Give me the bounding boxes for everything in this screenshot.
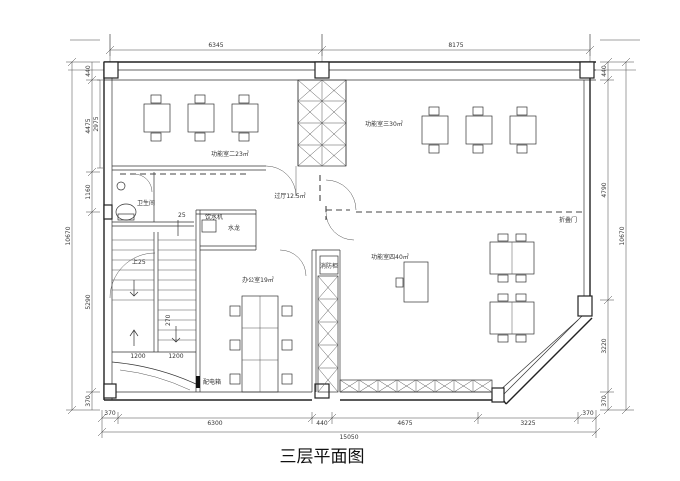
stair-up-label: 上25 [132,258,146,266]
shelving-side [317,275,339,393]
dim-bottom-5: 3225 [520,420,535,427]
dim-left-bottom: 370 [85,395,92,407]
desk-set-room2 [143,94,259,142]
column-w-mid [103,204,113,220]
dim-left-total: 10670 [65,226,72,245]
interior-walls [112,80,347,392]
stair-down-label: 25 [178,212,186,219]
office-table [229,295,293,393]
label-faucet: 水龙 [228,224,240,232]
dim-right-upper: 4790 [601,182,608,197]
dim-left-lower: 5290 [85,294,92,309]
shelving-bottom [339,379,493,393]
shelving-top [297,79,347,167]
column-se [491,387,505,403]
label-func-room-4: 功能室四40㎡ [371,253,409,261]
drawing-title: 三层平面图 [280,447,365,467]
stair-width-left: 1200 [130,353,145,360]
stair-mid-label: 270 [165,314,172,326]
dim-top-right: 8175 [448,42,463,49]
dim-bottom-1: 370 [104,410,116,417]
label-func-room-3: 功能室三30㎡ [365,120,403,128]
bottom-dimension-lines [97,410,601,438]
label-corridor: 过厅12.5㎡ [274,192,305,200]
dim-right-bottom: 370 [601,395,608,407]
column-sw [103,383,117,399]
dim-left-upper: 4475 [85,118,92,133]
dim-right-lower: 3220 [601,338,608,353]
label-water-dispenser: 饮水机 [205,213,223,221]
label-folding-door: 折叠门 [559,216,577,224]
dim-right-total: 10670 [619,226,626,245]
column-e [577,295,593,317]
dim-left-inner: 2975 [93,116,100,131]
fire-cabinet-box [319,255,339,275]
column-nw [103,61,119,79]
right-dimension-lines [600,57,634,415]
top-dimension-lines [70,34,640,56]
column-ne [579,61,595,79]
staircase [111,220,197,391]
dim-bottom-4: 4675 [397,420,412,427]
column-s-mid [314,383,330,399]
dim-left-middle: 1160 [85,184,92,199]
axis-lines [68,34,636,71]
dim-bottom-total: 15050 [339,434,358,441]
column-n-mid [314,61,330,79]
dim-top-left: 6345 [208,42,223,49]
exterior-walls [103,61,596,401]
table-set-room4 [395,233,535,343]
dim-right-top: 440 [601,65,608,77]
power-box-mark [196,376,200,388]
dim-bottom-2: 6300 [207,420,222,427]
label-fire-cabinet: 消防柜 [320,262,338,270]
label-func-room-2: 功能室二23㎡ [211,150,249,158]
dim-bottom-3: 440 [316,420,328,427]
water-dispenser-box [201,219,217,233]
stair-width-right: 1200 [168,353,183,360]
door-swings [109,165,357,299]
label-power-box: 配电箱 [203,378,221,386]
dim-bottom-6: 370 [582,410,594,417]
desk-set-room3 [421,106,537,154]
dim-left-top: 440 [85,65,92,77]
label-toilet: 卫生间 [137,199,155,207]
toilet-fixtures [115,181,137,221]
label-office: 办公室19㎡ [242,276,274,284]
folding-partitions [120,173,584,220]
left-dimension-lines [66,57,103,415]
